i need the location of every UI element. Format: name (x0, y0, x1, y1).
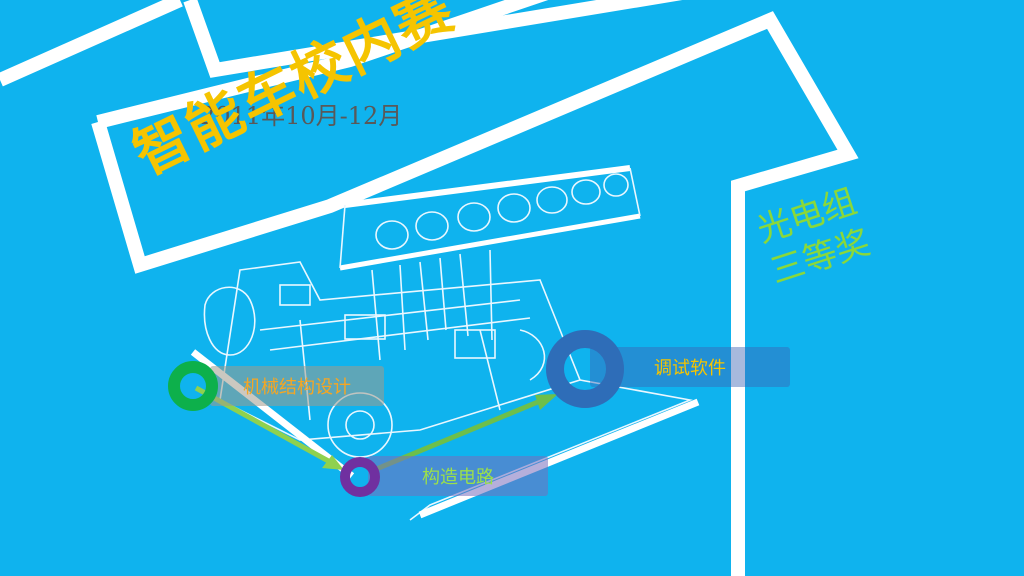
car-engine-illustration (203, 165, 693, 521)
step-label-circuit: 构造电路 (368, 456, 548, 496)
step-label-mechanical: 机械结构设计 (210, 366, 384, 406)
blue-ring-icon (546, 330, 624, 408)
green-ring-icon (168, 361, 218, 411)
white-frame-shapes (0, 0, 859, 576)
date-range: 2011年10月-12月 (200, 102, 403, 130)
purple-ring-icon (340, 457, 380, 497)
